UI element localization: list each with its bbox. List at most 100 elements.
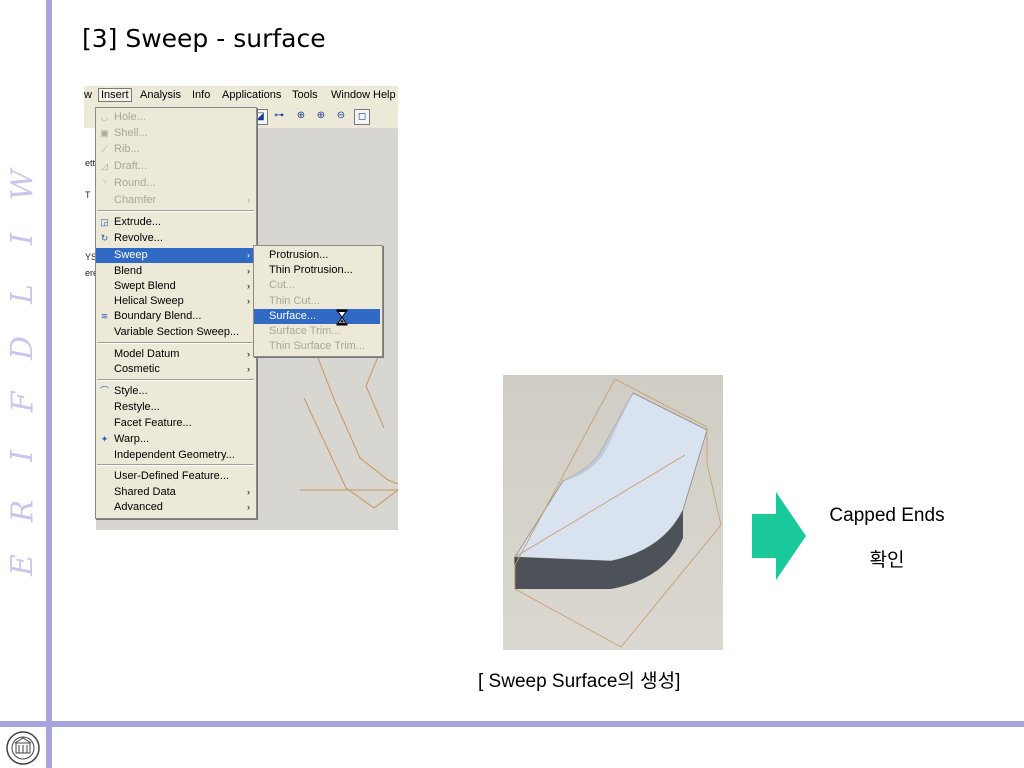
insert-menu-item-chamfer[interactable]: Chamfer › [96, 193, 254, 208]
university-seal-logo [6, 731, 40, 765]
insert-menu-item-draft[interactable]: ◿Draft... [96, 159, 254, 174]
sweep-menu-item-protrusion[interactable]: Protrusion... [254, 248, 380, 263]
insert-menu-item-hole[interactable]: ◡Hole... [96, 110, 254, 125]
side-letter: L [4, 283, 40, 304]
round-icon: ◝ [102, 178, 107, 188]
menu-tools[interactable]: Tools [292, 89, 318, 101]
insert-menu-item-extrude[interactable]: ◲ Extrude... [96, 215, 254, 230]
insert-menu-item-warp[interactable]: ✦Warp... [96, 432, 254, 447]
insert-menu-item-restyle[interactable]: Restyle... [96, 400, 254, 415]
menu-analysis[interactable]: Analysis [140, 89, 181, 101]
insert-menu-item-helical-sweep[interactable]: Helical Sweep› [96, 294, 254, 309]
insert-menu-item-variable-section-sweep[interactable]: Variable Section Sweep... [96, 325, 254, 340]
insert-menu-item-round[interactable]: ◝ Round... [96, 176, 254, 191]
submenu-arrow-icon: › [247, 195, 250, 205]
menu-item-label: Helical Sweep [114, 295, 184, 307]
sweep-menu-item-cut[interactable]: Cut... [254, 278, 380, 293]
side-letter: D [5, 335, 40, 360]
menu-separator [97, 464, 254, 466]
insert-menu-item-independent-geometry[interactable]: Independent Geometry... [96, 448, 254, 463]
menu-item-label: Warp... [114, 433, 150, 445]
menu-item-label: Hole... [114, 111, 146, 123]
insert-menu-item-shell[interactable]: ▣ Shell... [96, 126, 254, 141]
menu-item-label: Surface Trim... [269, 325, 341, 337]
submenu-arrow-icon: › [247, 250, 250, 260]
menu-item-label: Revolve... [114, 232, 163, 244]
sweep-menu-item-surface-trim[interactable]: Surface Trim... [254, 324, 380, 339]
menu-item-label: Chamfer [114, 194, 157, 206]
insert-menu-item-cosmetic[interactable]: Cosmetic › [96, 362, 254, 377]
menu-info[interactable]: Info [192, 89, 211, 101]
boundary-blend-icon: ≋ [100, 311, 109, 321]
slide-title: [3] Sweep - surface [82, 24, 326, 53]
sweep-menu-item-thin-surface-trim[interactable]: Thin Surface Trim... [254, 339, 380, 354]
menu-item-label: Shell... [114, 127, 148, 139]
insert-menu-item-advanced[interactable]: Advanced› [96, 500, 254, 515]
model-tree-text: T [85, 190, 91, 200]
confirm-label: 확인 [869, 550, 905, 571]
menu-help[interactable]: Help [373, 89, 396, 101]
menu-item-label: Extrude... [114, 216, 162, 228]
side-letter: F [4, 391, 40, 413]
menu-item-label: Round... [114, 177, 156, 189]
revolve-icon: ↻ [100, 233, 109, 243]
menu-item-label: Surface... [269, 309, 317, 322]
refit-icon[interactable]: ⊕ [296, 110, 306, 121]
green-right-arrow-icon [752, 492, 806, 580]
model-tree-text: ett [85, 158, 96, 168]
menu-window-partial[interactable]: w [84, 89, 92, 101]
insert-menu-item-swept-blend[interactable]: Swept Blend› [96, 279, 254, 294]
sweep-menu-item-thin-cut[interactable]: Thin Cut... [254, 294, 380, 309]
menu-separator [97, 210, 254, 212]
insert-menu-item-rib[interactable]: ⟋Rib... [96, 142, 254, 157]
hourglass-cursor-icon [336, 309, 348, 326]
submenu-arrow-icon: › [247, 364, 250, 374]
menu-item-label: Thin Surface Trim... [269, 340, 365, 353]
menu-insert[interactable]: Insert [98, 88, 132, 102]
insert-menu-item-style[interactable]: ⌒Style... [96, 384, 254, 399]
menu-item-label: Blend [114, 265, 143, 277]
menu-item-label: Swept Blend [114, 280, 176, 292]
insert-menu-item-model-datum[interactable]: Model Datum› [96, 347, 254, 362]
frame-horizontal-bar [0, 721, 1024, 727]
menu-item-label: Cosmetic [114, 363, 160, 375]
menu-window[interactable]: Window [331, 89, 371, 101]
submenu-arrow-icon: › [247, 502, 250, 512]
sweep-menu-item-thin-protrusion[interactable]: Thin Protrusion... [254, 263, 380, 278]
menu-item-label: Thin Protrusion... [269, 264, 353, 277]
zoom-out-icon[interactable]: ⊖ [336, 110, 346, 121]
insert-menu-item-boundary-blend[interactable]: ≋ Boundary Blend... [96, 309, 254, 324]
menu-item-label: Facet Feature... [114, 417, 192, 429]
side-letter: W [5, 169, 40, 201]
menu-item-label: Restyle... [114, 401, 160, 413]
insert-menu-item-blend[interactable]: Blend› [96, 264, 254, 279]
menu-bar: w Insert Analysis Info Applications Tool… [84, 86, 398, 107]
menu-item-label: Cut... [269, 279, 296, 292]
extrude-icon: ◲ [100, 217, 109, 227]
sweep-surface-render [503, 375, 723, 650]
menu-applications[interactable]: Applications [222, 89, 282, 101]
zoom-fit-icon[interactable]: ◻ [354, 109, 370, 125]
insert-menu-item-user-defined-feature[interactable]: User-Defined Feature... [96, 469, 254, 484]
menu-item-label: Model Datum [114, 348, 180, 360]
sweep-menu-item-surface[interactable]: Surface... [254, 308, 380, 324]
insert-menu-item-sweep[interactable]: Sweep› [96, 248, 254, 263]
side-letter: I [4, 233, 40, 246]
insert-menu-item-revolve[interactable]: ↻ Revolve... [96, 231, 254, 246]
menu-item-label: Rib... [114, 143, 140, 155]
zoom-in-icon[interactable]: ⊕ [316, 110, 326, 121]
sweep-submenu: Protrusion...Thin Protrusion... Cut... Thi… [253, 245, 383, 357]
menu-item-label: Style... [114, 385, 148, 397]
frame-vertical-bar [46, 0, 52, 768]
insert-menu: ◡Hole... ▣ Shell... ⟋Rib... ◿Draft... ◝ Round.… [95, 107, 257, 519]
menu-item-label: User-Defined Feature... [114, 470, 229, 482]
model-tree-text: YS [85, 252, 98, 262]
model-tree-text: ere [85, 268, 99, 278]
insert-menu-item-facet-feature[interactable]: Facet Feature... [96, 416, 254, 431]
insert-menu-item-shared-data[interactable]: Shared Data› [96, 485, 254, 500]
shell-icon: ▣ [100, 128, 109, 138]
menu-item-label: Boundary Blend... [114, 310, 202, 322]
datum-curve-icon[interactable]: ⊶ [274, 110, 284, 121]
